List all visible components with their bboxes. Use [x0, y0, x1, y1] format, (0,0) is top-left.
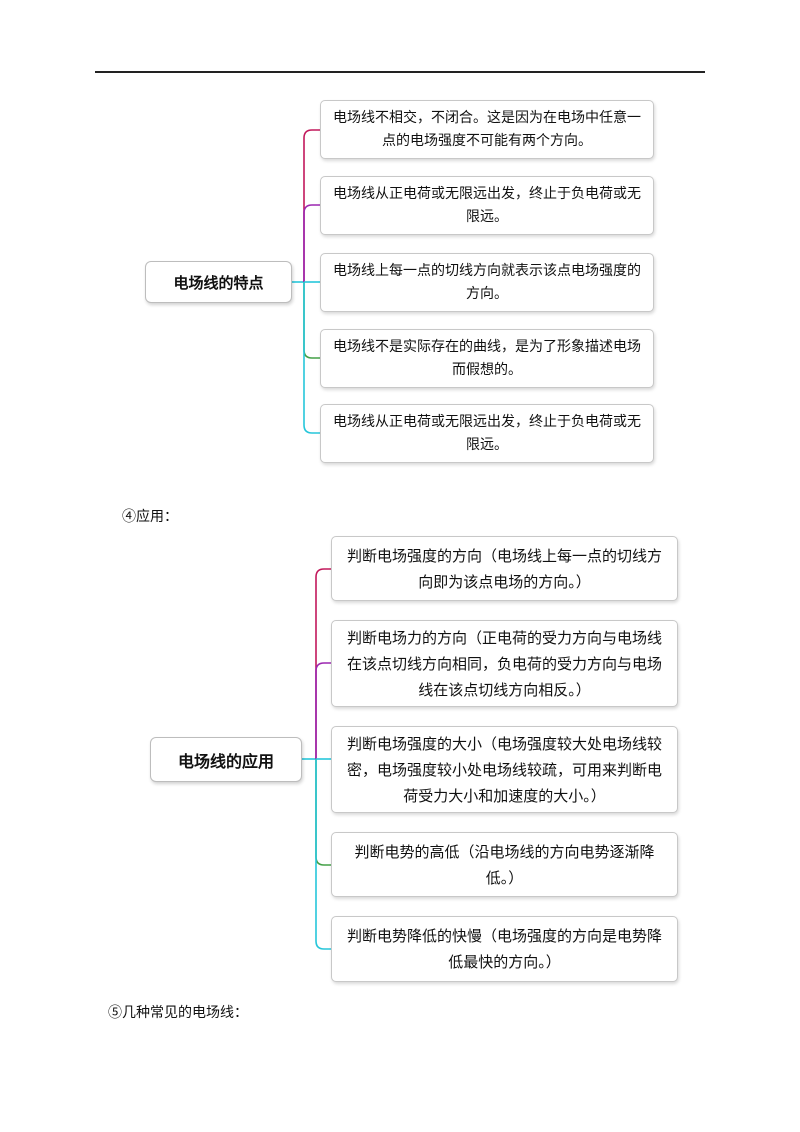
branch-node-2: 电场线从正电荷或无限远出发，终止于负电荷或无限远。 — [320, 176, 654, 235]
connector-branch-4 — [315, 759, 331, 866]
branch-text: 电场线从正电荷或无限远出发，终止于负电荷或无限远。 — [333, 185, 641, 225]
branch-node-2: 判断电场力的方向（正电荷的受力方向与电场线在该点切线方向相同，负电荷的受力方向与… — [331, 620, 678, 707]
branch-node-1: 电场线不相交，不闭合。这是因为在电场中任意一点的电场强度不可能有两个方向。 — [320, 100, 654, 159]
branch-node-4: 电场线不是实际存在的曲线，是为了形象描述电场而假想的。 — [320, 329, 654, 388]
branch-node-5: 电场线从正电荷或无限远出发，终止于负电荷或无限远。 — [320, 404, 654, 463]
connector-branch-5 — [315, 759, 331, 950]
header-rule — [95, 71, 705, 73]
branch-text: 判断电势的高低（沿电场线的方向电势逐渐降低。） — [354, 842, 655, 887]
branch-node-4: 判断电势的高低（沿电场线的方向电势逐渐降低。） — [331, 832, 678, 897]
connector-branch-2 — [315, 662, 331, 759]
branch-node-3: 电场线上每一点的切线方向就表示该点电场强度的方向。 — [320, 253, 654, 312]
root-label: 电场线的特点 — [173, 273, 264, 292]
connector-branch-2 — [303, 204, 320, 282]
branch-text: 判断电场强度的大小（电场强度较大处电场线较密，电场强度较小处电场线较疏，可用来判… — [346, 734, 662, 805]
connector-branch-1 — [315, 568, 331, 759]
branch-text: 电场线不是实际存在的曲线，是为了形象描述电场而假想的。 — [333, 338, 641, 378]
connector-branch-1 — [303, 129, 320, 282]
root-label: 电场线的应用 — [177, 751, 274, 771]
section-4-heading: ④应用： — [122, 509, 178, 525]
root-node-applications: 电场线的应用 — [150, 737, 302, 782]
branch-text: 电场线上每一点的切线方向就表示该点电场强度的方向。 — [333, 262, 641, 302]
connector-branch-5 — [303, 282, 320, 434]
section-5-heading: ⑤几种常见的电场线： — [108, 1005, 248, 1021]
branch-text: 判断电势降低的快慢（电场强度的方向是电势降低最快的方向。） — [346, 927, 662, 971]
branch-text: 电场线从正电荷或无限远出发，终止于负电荷或无限远。 — [333, 413, 641, 453]
branch-text: 判断电场强度的方向（电场线上每一点的切线方向即为该点电场的方向。） — [346, 546, 662, 591]
branch-node-1: 判断电场强度的方向（电场线上每一点的切线方向即为该点电场的方向。） — [331, 536, 678, 601]
branch-text: 电场线不相交，不闭合。这是因为在电场中任意一点的电场强度不可能有两个方向。 — [333, 109, 641, 149]
branch-node-5: 判断电势降低的快慢（电场强度的方向是电势降低最快的方向。） — [331, 916, 678, 982]
root-node-characteristics: 电场线的特点 — [145, 261, 292, 303]
branch-text: 判断电场力的方向（正电荷的受力方向与电场线在该点切线方向相同，负电荷的受力方向与… — [346, 628, 662, 699]
branch-node-3: 判断电场强度的大小（电场强度较大处电场线较密，电场强度较小处电场线较疏，可用来判… — [331, 726, 678, 813]
